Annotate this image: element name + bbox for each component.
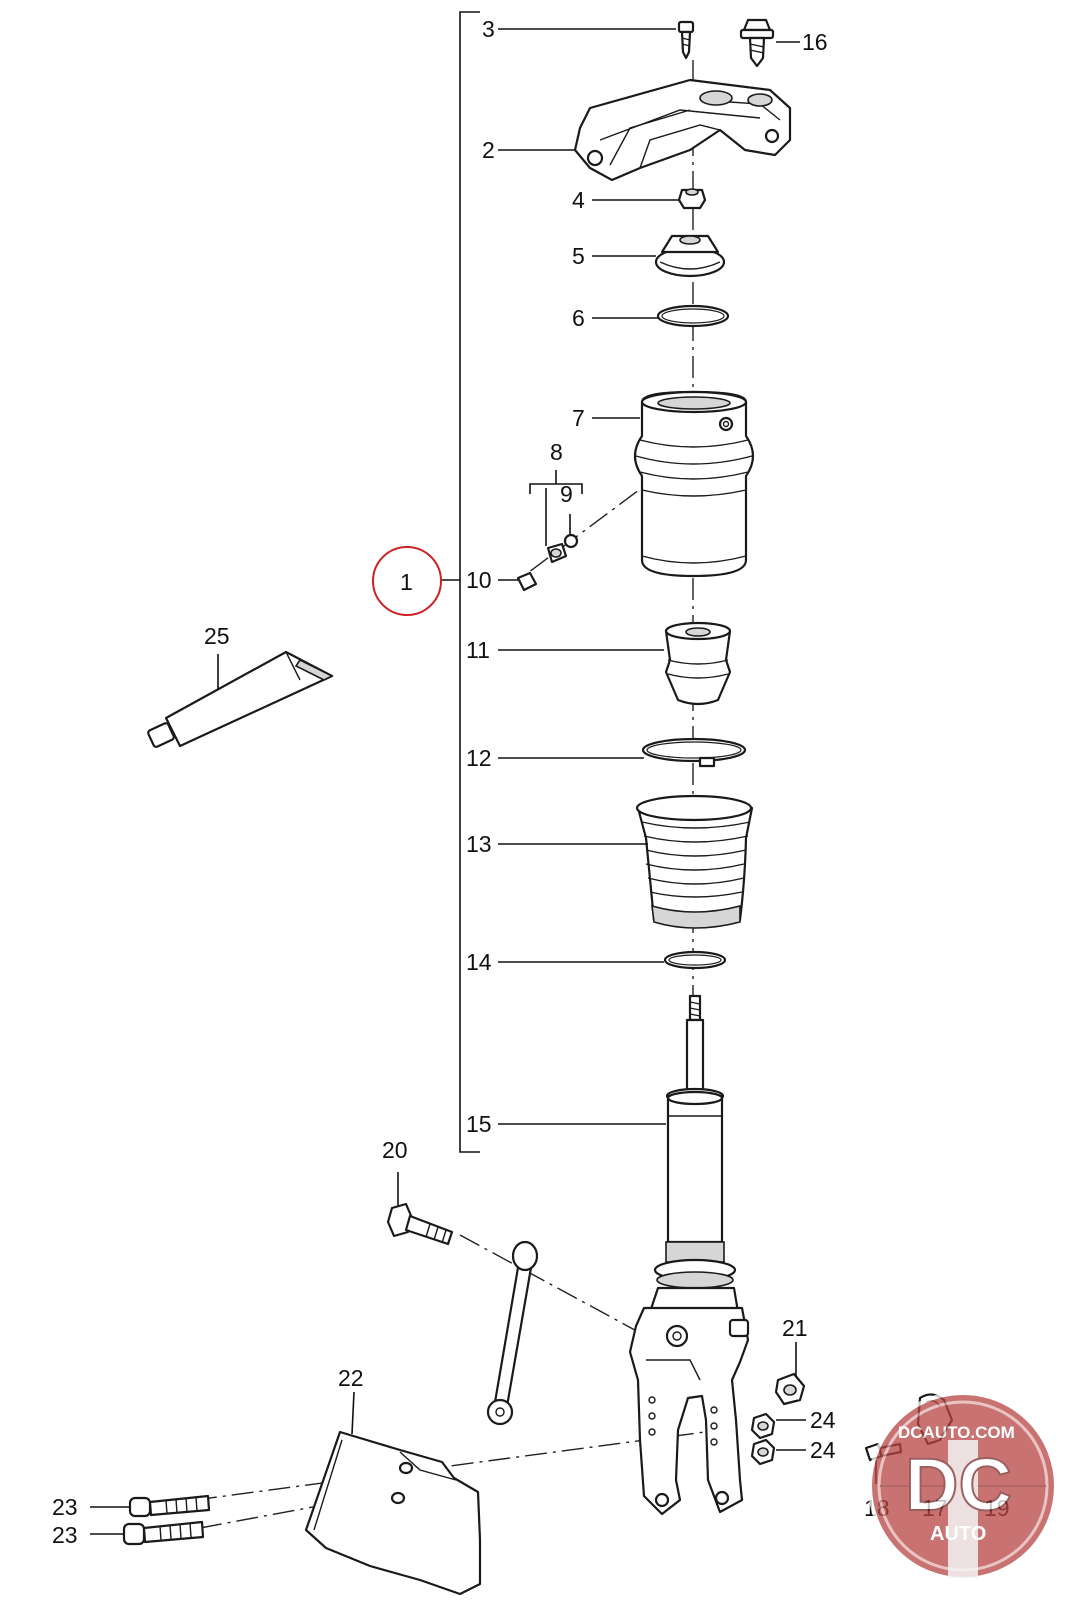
part-16-bolt <box>739 18 775 68</box>
callout-1: 1 <box>400 569 413 595</box>
part-15-shock-absorber <box>648 994 740 1314</box>
callout-24b: 24 <box>810 1437 836 1463</box>
callout-3: 3 <box>482 16 495 42</box>
callout-4: 4 <box>572 187 585 213</box>
part-4-nut <box>677 188 707 210</box>
stabilizer-link <box>486 1240 539 1426</box>
part-23-bolt-lower <box>122 1520 205 1546</box>
callout-5: 5 <box>572 243 585 269</box>
callout-10: 10 <box>466 567 492 593</box>
part-14-seal-ring <box>663 950 727 970</box>
callout-21: 21 <box>782 1315 808 1341</box>
callout-11: 11 <box>466 637 490 663</box>
part-8-valve <box>546 542 568 564</box>
callout-13: 13 <box>466 831 492 857</box>
part-3-screw <box>677 20 695 60</box>
part-2-upper-mount <box>573 78 792 182</box>
part-24-nut-upper <box>750 1412 776 1440</box>
part-23-bolt-upper <box>128 1494 211 1518</box>
part-24-nut-lower <box>750 1438 776 1466</box>
strut-fork <box>628 1306 750 1516</box>
part-20-bolt <box>386 1202 454 1246</box>
part-7-air-spring <box>633 390 755 578</box>
part-12-clamp-ring <box>641 737 747 768</box>
part-10-valve-cap <box>516 571 538 592</box>
part-22-shield <box>304 1430 482 1596</box>
part-21-nut <box>774 1372 806 1406</box>
part-11-bump-stop <box>664 621 732 706</box>
part-6-seal-ring <box>656 304 730 328</box>
highlight-circle <box>372 546 442 616</box>
part-5-top-bearing <box>654 234 726 278</box>
leader-lines <box>90 28 877 1535</box>
callout-25: 25 <box>204 623 230 649</box>
callout-7: 7 <box>572 405 585 431</box>
assembly-bracket <box>442 11 480 1153</box>
callout-22: 22 <box>338 1365 364 1391</box>
callout-23b: 23 <box>52 1522 78 1548</box>
part-25-grease-tube <box>147 650 334 748</box>
watermark-word: AUTO <box>930 1523 986 1545</box>
callout-23a: 23 <box>52 1494 78 1520</box>
callout-12: 12 <box>466 745 492 771</box>
part-9-valve-seal <box>563 533 579 549</box>
callout-14: 14 <box>466 949 492 975</box>
callout-15: 15 <box>466 1111 492 1137</box>
watermark-mark: DC <box>905 1443 1012 1526</box>
watermark-site: DCAUTO.COM <box>898 1423 1015 1442</box>
callout-20: 20 <box>382 1137 408 1163</box>
callout-numbers: 3 16 2 4 5 6 7 8 9 1 10 25 11 12 13 14 1… <box>52 16 1010 1548</box>
callout-8: 8 <box>550 439 563 465</box>
callout-24a: 24 <box>810 1407 836 1433</box>
callout-9: 9 <box>560 481 573 507</box>
callout-6: 6 <box>572 305 585 331</box>
dcauto-watermark-logo: DCAUTO.COM DC AUTO <box>868 1391 1058 1581</box>
callout-16: 16 <box>802 29 828 55</box>
part-13-dust-boot <box>635 794 754 929</box>
callout-2: 2 <box>482 137 495 163</box>
